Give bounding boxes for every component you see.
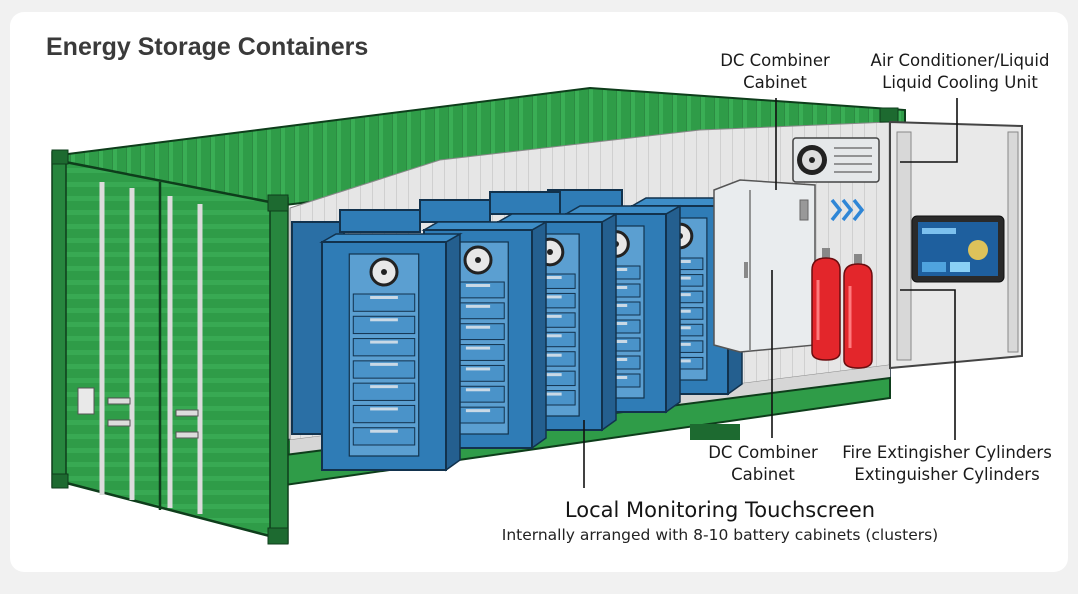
- corner-post: [269, 197, 289, 544]
- corner-post: [51, 151, 67, 488]
- airflow-icon: [830, 198, 865, 222]
- caption-sub: Internally arranged with 8-10 battery ca…: [501, 526, 939, 544]
- forklift-pocket: [690, 424, 740, 440]
- diagram-title: Energy Storage Containers: [46, 33, 369, 61]
- label-dc-combiner-bottom: DC Combiner Cabinet: [708, 443, 818, 484]
- air-conditioner-unit: [792, 137, 880, 183]
- battery-cabinets-front-row: [319, 196, 745, 472]
- dc-combiner-cabinet: [713, 179, 816, 353]
- fire-extinguisher-cylinders: [811, 248, 873, 369]
- label-dc-combiner-top: DC Combiner Cabinet: [720, 51, 830, 92]
- leader-lines: [583, 98, 958, 488]
- battery-cabinet: [421, 220, 549, 450]
- monitoring-touchscreen: [911, 215, 1005, 283]
- door-handles: [107, 397, 199, 439]
- corner-castings: [51, 107, 899, 545]
- door-placard: [77, 387, 95, 415]
- label-fire-extinguisher: Fire Extingisher Cylinders Extinguisher …: [842, 443, 1052, 484]
- battery-cabinet: [319, 232, 463, 472]
- figure-caption: Local Monitoring Touchscreen Internally …: [420, 496, 1020, 546]
- caption-main: Local Monitoring Touchscreen: [564, 498, 876, 522]
- label-air-conditioner: Air Conditioner/Liquid Liquid Cooling Un…: [870, 51, 1050, 92]
- door-lock-rods: [99, 182, 203, 514]
